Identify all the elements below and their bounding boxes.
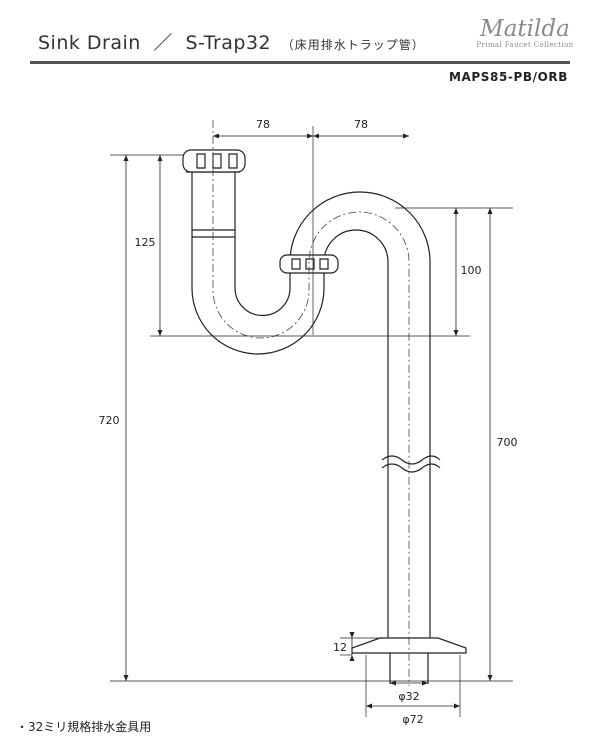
dim-label-125: 125 xyxy=(135,236,156,249)
dim-label-left-78: 78 xyxy=(256,118,270,131)
dim-label-100: 100 xyxy=(461,264,482,277)
arrowheads xyxy=(123,133,493,709)
page-title: Sink Drain ／ S-Trap32 （床用排水トラップ管） xyxy=(38,28,425,55)
pipe-outline xyxy=(186,171,467,684)
break-mark-top xyxy=(381,455,441,465)
tailpiece xyxy=(389,653,429,684)
product-name: Sink Drain xyxy=(38,32,141,54)
dimension-lines xyxy=(125,135,491,707)
slip-nuts xyxy=(182,149,339,274)
centerlines xyxy=(212,120,410,686)
footnote: ・32ミリ規格排水金具用 xyxy=(16,720,152,734)
model-number: MAPS85-PB/ORB xyxy=(448,70,568,84)
pipe-outer-line xyxy=(191,172,389,638)
dim-label-32: φ32 xyxy=(398,690,419,703)
dim-label-720: 720 xyxy=(99,414,120,427)
arrows-12 xyxy=(349,632,355,661)
product-subtitle: （床用排水トラップ管） xyxy=(281,38,425,52)
trap-nut-facets xyxy=(291,258,329,270)
dim-label-700: 700 xyxy=(497,436,518,449)
dim-label-right-78: 78 xyxy=(354,118,368,131)
dim-label-12: 12 xyxy=(333,641,347,654)
variant-name: S-Trap32 xyxy=(185,32,272,54)
pipe-inner-line xyxy=(234,172,431,638)
brand-tagline: Primal Faucet Collection xyxy=(476,41,574,49)
header-rule xyxy=(30,61,570,64)
brand-name: Matilda xyxy=(480,16,570,42)
extension-lines xyxy=(110,126,513,717)
dimension-labels: 78 78 125 100 720 700 12 φ32 φ72 xyxy=(99,118,518,726)
inlet-nut-facets xyxy=(196,153,238,169)
title-separator: ／ xyxy=(153,32,173,54)
break-mark-bottom xyxy=(381,463,441,473)
inlet-sleeve-line xyxy=(192,229,235,238)
brand-logo: Matilda Primal Faucet Collection xyxy=(470,16,580,49)
pipe-centerline xyxy=(212,120,410,686)
dim-label-72: φ72 xyxy=(402,713,423,726)
